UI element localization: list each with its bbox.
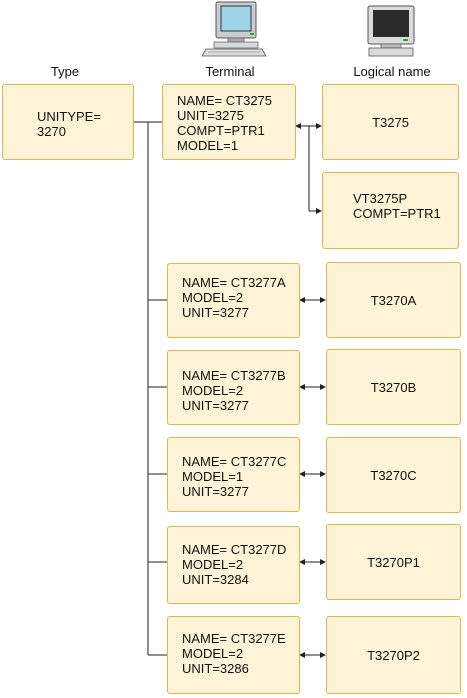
logical-name-box: T3270P1 (326, 524, 461, 600)
logical-name-box: T3270P2 (326, 616, 461, 694)
terminal-line: NAME= CT3277A (182, 275, 286, 290)
terminal-line: MODEL=1 (177, 138, 239, 153)
terminal-box: NAME= CT3277C MODEL=1 UNIT=3277 (167, 437, 300, 512)
header-type: Type (50, 64, 80, 79)
logical-name-line: VT3275P (353, 191, 408, 206)
terminal-box: NAME= CT3277D MODEL=2 UNIT=3284 (167, 526, 300, 604)
logical-name-line: COMPT=PTR1 (353, 206, 441, 221)
terminal-box: NAME= CT3277B MODEL=2 UNIT=3277 (167, 350, 300, 425)
terminal-line: MODEL=1 (182, 469, 244, 484)
terminal-box: NAME= CT3277E MODEL=2 UNIT=3286 (167, 616, 300, 694)
logical-name-line: T3270A (370, 292, 417, 308)
logical-name-box: T3270B (326, 349, 461, 425)
logical-name-line: T3270P1 (367, 554, 420, 570)
type-box: UNITYPE= 3270 (2, 84, 134, 160)
logical-name-line: T3270C (370, 467, 417, 483)
logical-name-box: T3275 (322, 84, 459, 160)
type-line: 3270 (37, 124, 66, 139)
terminal-line: UNIT=3284 (182, 572, 249, 587)
terminal-box: NAME= CT3275 UNIT=3275 COMPT=PTR1 MODEL=… (162, 84, 296, 160)
terminal-line: MODEL=2 (182, 557, 244, 572)
terminal-line: NAME= CT3277C (182, 454, 287, 469)
terminal-line: NAME= CT3277B (182, 368, 286, 383)
header-logical-name: Logical name (353, 64, 431, 79)
terminal-line: MODEL=2 (182, 290, 244, 305)
header-terminal: Terminal (205, 64, 255, 79)
terminal-line: MODEL=2 (182, 383, 244, 398)
terminal-line: COMPT=PTR1 (177, 123, 265, 138)
terminal-line: NAME= CT3275 (177, 93, 273, 108)
logical-name-line: T3270P2 (367, 647, 420, 663)
monitor-icon (367, 5, 415, 57)
terminal-line: UNIT=3286 (182, 661, 249, 676)
terminal-line: UNIT=3277 (182, 484, 249, 499)
logical-name-box: T3270A (326, 262, 461, 338)
logical-name-box: T3270C (326, 437, 461, 513)
type-line: UNITYPE= (37, 109, 101, 124)
terminal-line: UNIT=3275 (177, 108, 244, 123)
terminal-line: UNIT=3277 (182, 305, 249, 320)
logical-name-line: T3275 (372, 114, 409, 130)
logical-name-line: T3270B (370, 379, 417, 395)
terminal-box: NAME= CT3277A MODEL=2 UNIT=3277 (167, 263, 300, 338)
desktop-computer-icon (201, 1, 267, 57)
terminal-line: NAME= CT3277D (182, 542, 287, 557)
terminal-line: MODEL=2 (182, 646, 244, 661)
terminal-line: UNIT=3277 (182, 398, 249, 413)
logical-name-box: VT3275P COMPT=PTR1 (322, 172, 459, 249)
terminal-line: NAME= CT3277E (182, 631, 286, 646)
